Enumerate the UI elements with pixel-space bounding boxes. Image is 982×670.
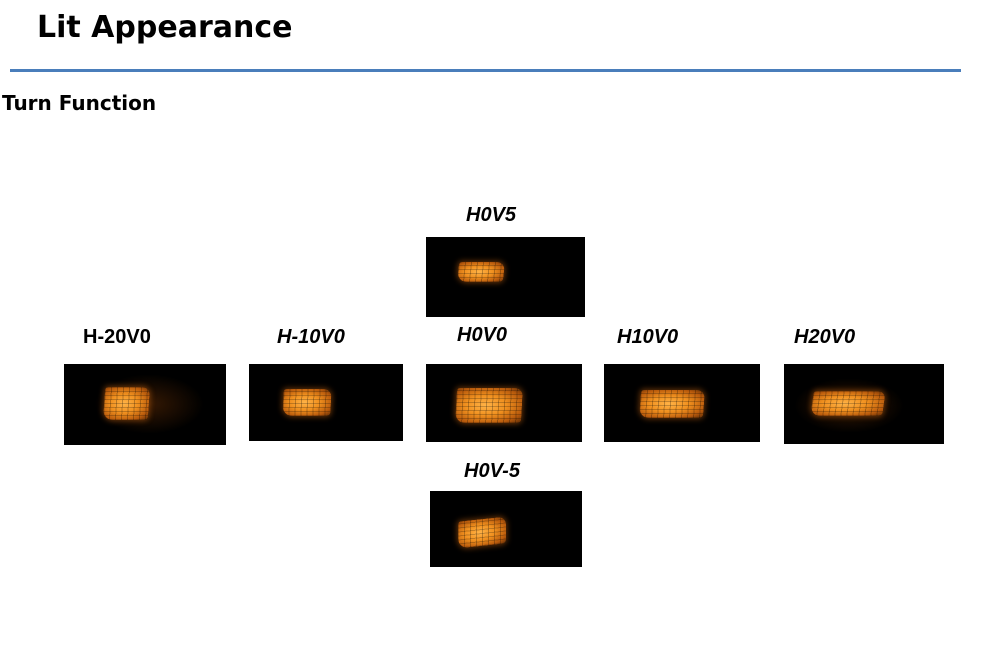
lit-photo-h-20v0 bbox=[64, 364, 226, 445]
lit-photo-h0v5 bbox=[426, 237, 585, 317]
view-label-h0v0: H0V0 bbox=[457, 324, 508, 346]
lit-photo-h-10v0 bbox=[249, 364, 403, 441]
view-label-h-20v0: H-20V0 bbox=[83, 326, 151, 348]
view-label-h-10v0: H-10V0 bbox=[277, 326, 345, 348]
lit-lamp-h0v0 bbox=[455, 388, 523, 423]
lit-lamp-h10v0 bbox=[639, 390, 705, 418]
title-divider bbox=[10, 69, 961, 72]
lit-lamp-h0v5 bbox=[456, 262, 506, 282]
lit-lamp-h20v0 bbox=[810, 391, 886, 416]
lit-lamp-h-20v0 bbox=[102, 387, 151, 420]
lit-lamp-h0v-5 bbox=[458, 516, 506, 549]
section-heading: Turn Function bbox=[2, 91, 157, 115]
slide-title: Lit Appearance bbox=[37, 10, 293, 45]
view-label-h20v0: H20V0 bbox=[794, 326, 856, 348]
lit-lamp-h-10v0 bbox=[282, 389, 332, 416]
view-label-h10v0: H10V0 bbox=[617, 326, 679, 348]
lit-photo-h0v-5 bbox=[430, 491, 582, 567]
lit-photo-h0v0 bbox=[426, 364, 582, 442]
view-label-h0v-5: H0V-5 bbox=[464, 460, 520, 482]
view-label-h0v5: H0V5 bbox=[466, 204, 517, 226]
lit-photo-h10v0 bbox=[604, 364, 760, 442]
lit-photo-h20v0 bbox=[784, 364, 944, 444]
